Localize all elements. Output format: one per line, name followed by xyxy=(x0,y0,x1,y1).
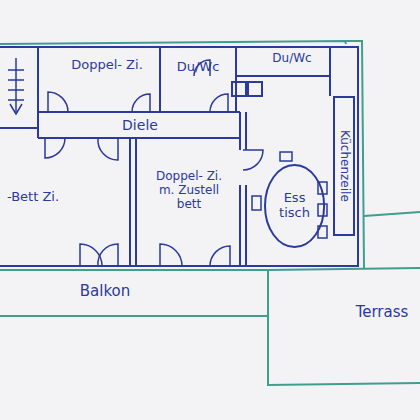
node-text: Küchenzeile xyxy=(337,130,351,202)
table-ellipse xyxy=(265,165,324,247)
plan-stroke xyxy=(239,185,241,266)
doors xyxy=(45,60,263,266)
plan-stroke xyxy=(37,47,39,138)
plan-stroke xyxy=(8,89,24,91)
plan-stroke xyxy=(245,112,247,150)
plan-stroke xyxy=(0,47,358,266)
plan-stroke xyxy=(252,196,261,210)
plan-stroke xyxy=(129,138,131,266)
plan-stroke xyxy=(8,79,24,81)
plan-stroke xyxy=(245,185,247,266)
plan-stroke xyxy=(15,58,17,112)
plan-stroke xyxy=(0,41,346,44)
plan-stroke xyxy=(329,47,331,96)
terrace-label: Terrass xyxy=(348,304,416,321)
plan-stroke xyxy=(0,270,420,385)
room-label: -Bett Zi. xyxy=(3,190,63,205)
plan-stroke xyxy=(159,47,161,112)
plan-stroke xyxy=(243,150,263,170)
plan-stroke xyxy=(48,92,68,112)
dining-table: Ess tisch xyxy=(263,163,326,249)
room-label: Doppel- Zi. m. Zustell bett xyxy=(148,170,230,211)
plan-stroke xyxy=(318,204,327,216)
plan-stroke xyxy=(135,138,137,266)
plan-stroke xyxy=(236,75,330,77)
plan-stroke xyxy=(132,94,150,112)
node-text: Ess tisch xyxy=(269,191,320,221)
plan-stroke xyxy=(232,82,246,96)
stairs xyxy=(8,58,24,114)
plan-stroke xyxy=(0,127,38,129)
plan-stroke xyxy=(8,99,24,101)
walls xyxy=(0,47,358,266)
plan-stroke xyxy=(45,138,65,158)
plan-stroke xyxy=(235,47,237,112)
plan-stroke xyxy=(80,244,102,266)
plan-stroke xyxy=(0,315,268,317)
plan-stroke xyxy=(239,112,241,150)
kitchen-counter: Küchenzeile xyxy=(333,96,355,236)
room-label: Diele xyxy=(105,117,175,133)
room-label: Du/Wc xyxy=(262,52,322,66)
plan-stroke xyxy=(98,138,118,160)
plan-stroke xyxy=(8,69,24,71)
plan-stroke xyxy=(364,212,420,216)
plan-stroke xyxy=(98,244,118,266)
room-label: Du/Wc xyxy=(168,60,228,75)
plan-stroke xyxy=(10,104,22,114)
plan-stroke xyxy=(160,244,182,266)
room-label: Doppel- Zi. xyxy=(62,58,152,73)
plan-stroke xyxy=(210,94,228,112)
balcony-label: Balkon xyxy=(60,283,150,300)
plan-stroke xyxy=(268,268,420,270)
plan-stroke xyxy=(248,82,262,96)
plan-stroke xyxy=(280,152,292,161)
plan-stroke xyxy=(210,246,230,266)
plan-stroke xyxy=(38,137,240,139)
